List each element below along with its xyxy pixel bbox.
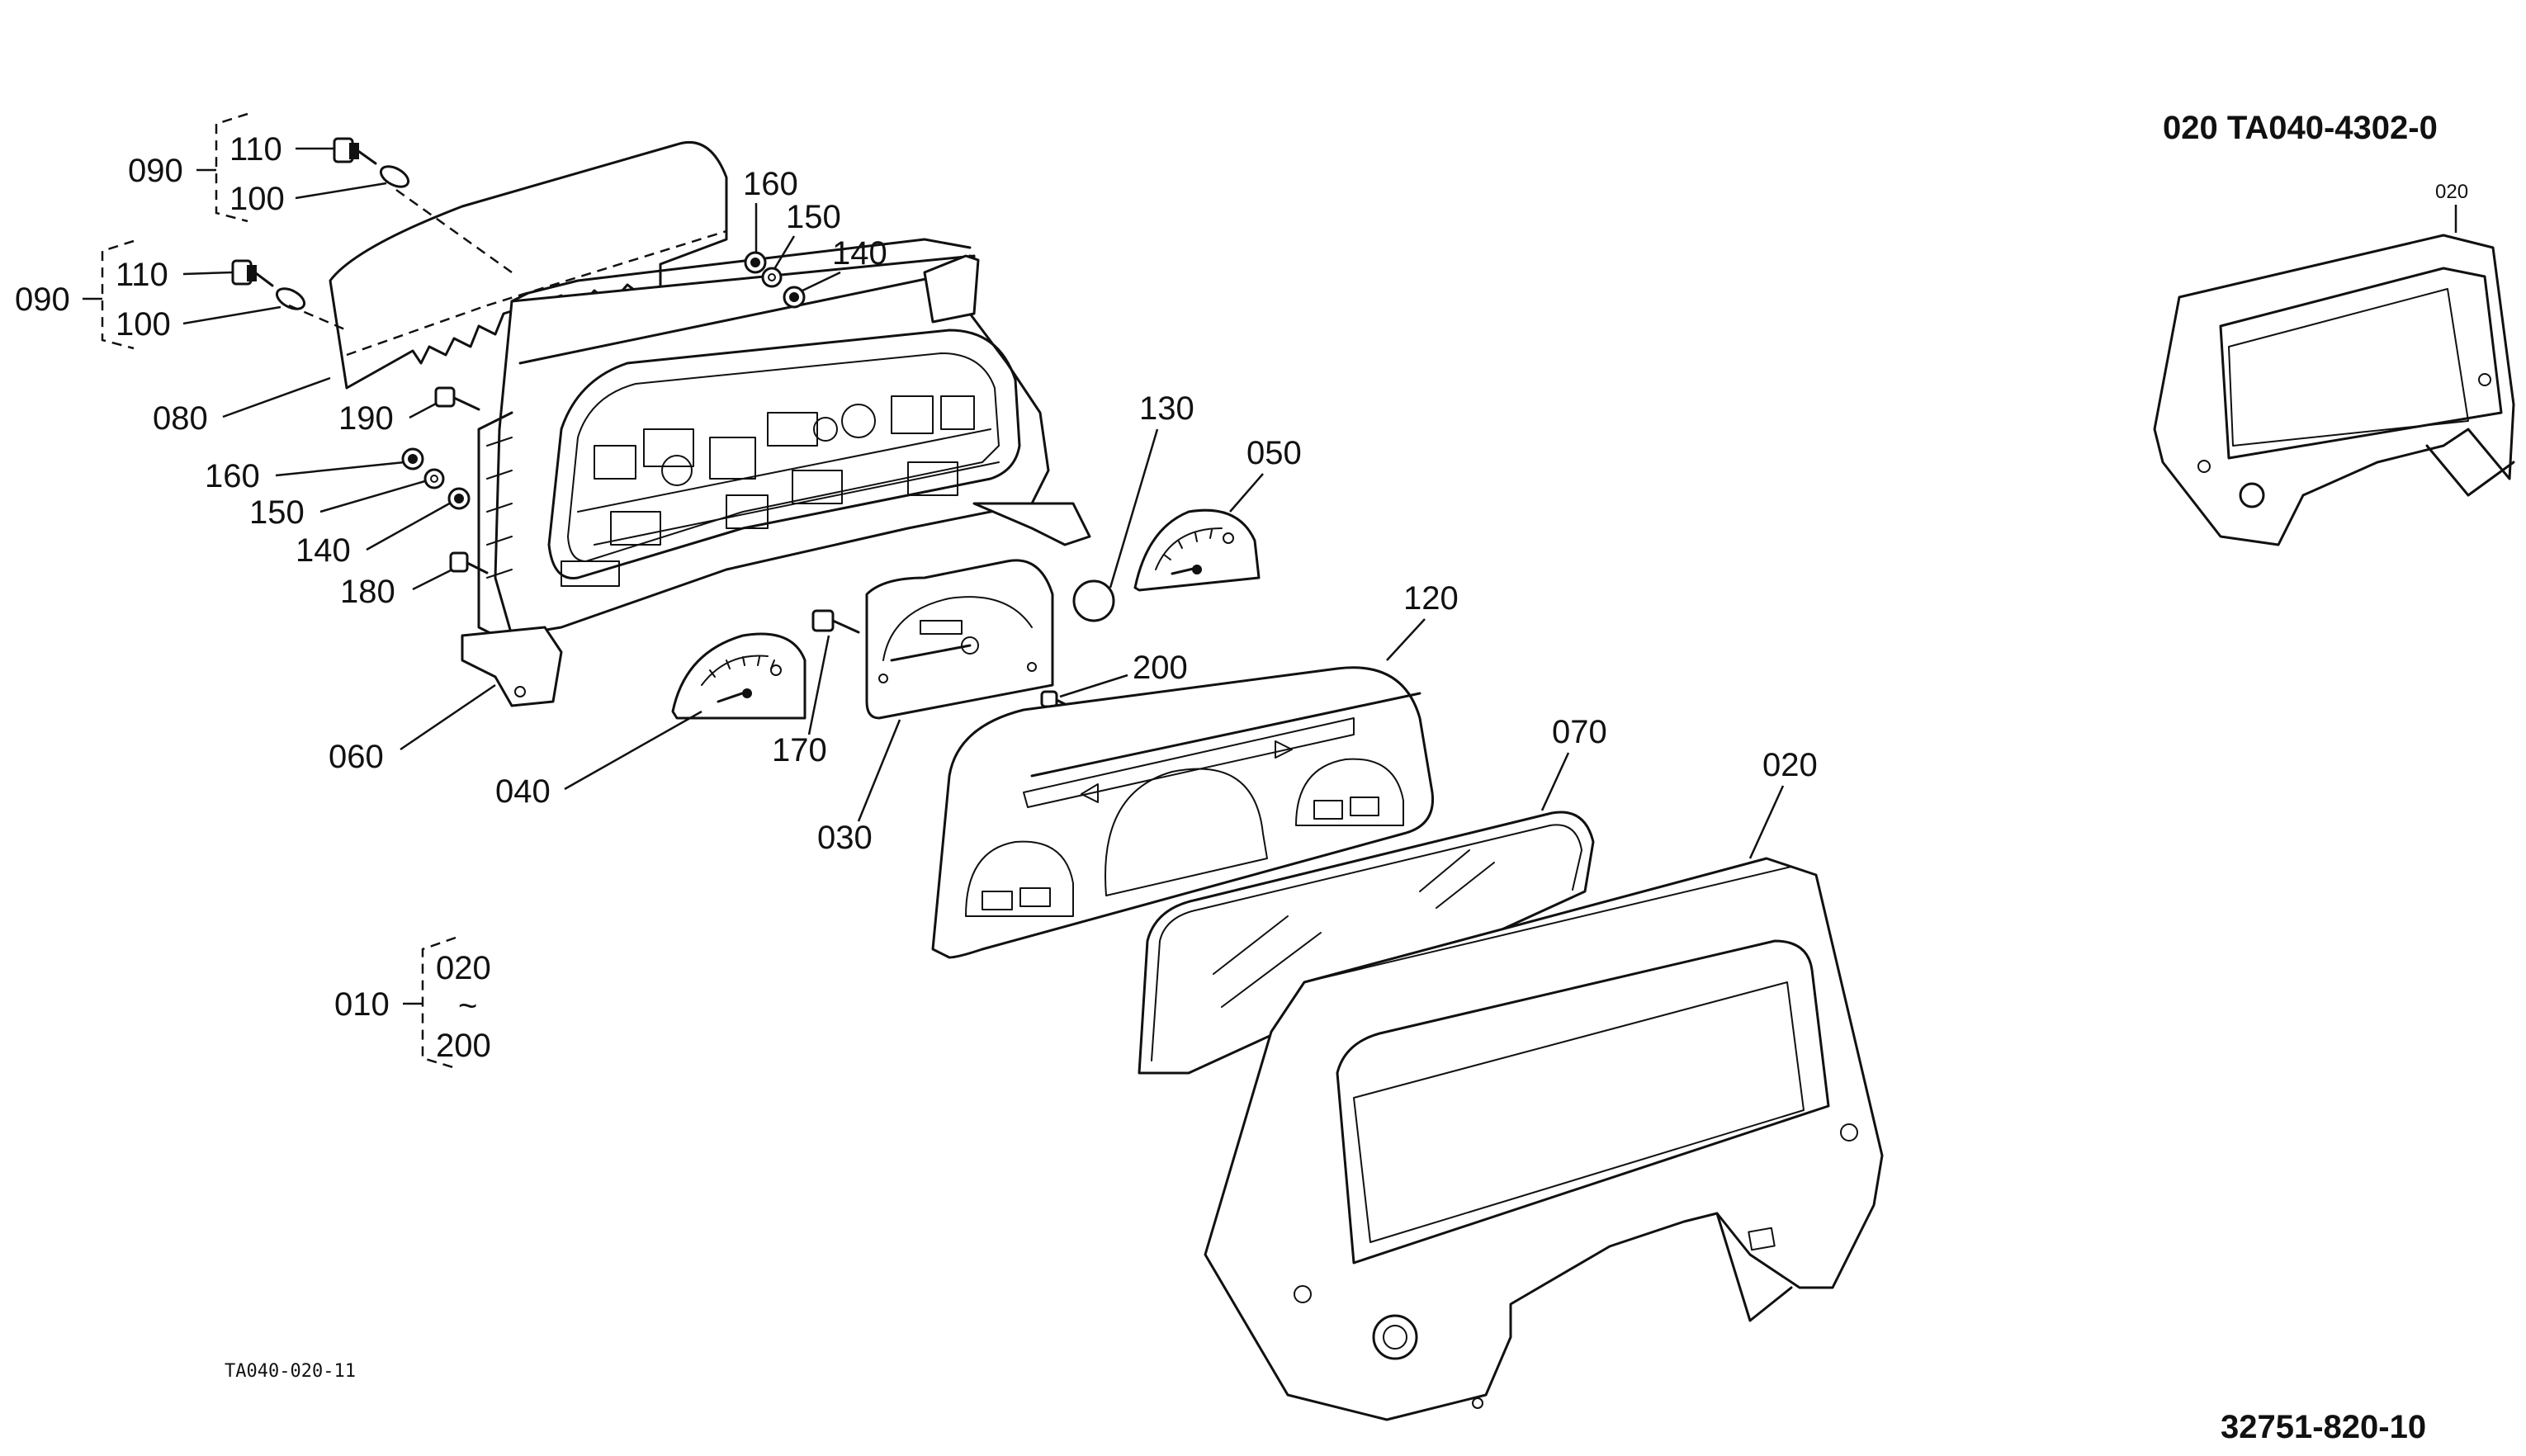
meter-housing (461, 238, 1091, 707)
catalog-number: 32751-820-10 (2221, 1409, 2426, 1445)
inset-label: 020 (2435, 181, 2468, 203)
label-090-lower: 090 (15, 281, 70, 318)
label-090-top: 090 (128, 153, 183, 189)
fasteners-top: 160 150 140 (743, 166, 887, 309)
label-020: 020 (1762, 747, 1818, 783)
label-150-lower: 150 (249, 494, 305, 531)
part-070-lens: 070 (1138, 714, 1607, 1075)
part-120-dial-plate: 120 (931, 580, 1459, 959)
nut-140-top (783, 286, 806, 309)
label-110-lower: 110 (116, 257, 168, 293)
bulb-socket-110-top (333, 137, 377, 165)
washer-150-lower (423, 468, 445, 489)
label-070: 070 (1552, 714, 1607, 750)
label-010-range-end: 200 (436, 1028, 491, 1064)
screw-170: 170 (772, 609, 860, 768)
label-110-top: 110 (229, 131, 282, 168)
label-060: 060 (329, 739, 384, 775)
label-160-lower: 160 (205, 458, 260, 494)
part-030-tachometer: 030 (817, 559, 1054, 856)
callout-group-010: 010 020 ~ 200 (334, 936, 491, 1070)
label-010-range-tilde: ~ (458, 988, 477, 1024)
label-010-range-start: 020 (436, 950, 491, 986)
label-080: 080 (153, 400, 208, 437)
label-100-lower: 100 (116, 306, 171, 343)
washer-150-top (761, 267, 783, 288)
label-010: 010 (334, 986, 390, 1023)
label-160-top: 160 (743, 166, 798, 202)
nut-160-top (744, 251, 767, 274)
fasteners-lower: 160 150 140 (205, 447, 471, 569)
part-130-plug: 130 (1072, 390, 1194, 622)
label-030: 030 (817, 820, 873, 856)
part-020-front-cover: 020 (1204, 747, 1884, 1421)
label-040: 040 (495, 773, 551, 810)
label-120: 120 (1403, 580, 1459, 617)
part-reference-title: 020 TA040-4302-0 (2163, 110, 2438, 146)
part-050-gauge: 050 (1133, 435, 1302, 592)
housing-internals (561, 395, 1000, 587)
bulb-socket-110-lower (231, 259, 274, 287)
label-190: 190 (338, 400, 394, 437)
label-140-lower: 140 (296, 532, 351, 569)
label-150-top: 150 (786, 199, 841, 235)
bulb-100-top (379, 165, 410, 188)
label-100-top: 100 (229, 181, 285, 217)
callout-group-090-lower: 090 110 100 (15, 239, 306, 350)
label-130: 130 (1139, 390, 1194, 427)
label-050: 050 (1246, 435, 1302, 471)
label-170: 170 (772, 732, 827, 768)
nut-140-lower (447, 487, 471, 510)
label-140-top: 140 (832, 235, 887, 272)
screw-180: 180 (340, 551, 489, 610)
nut-160-lower (401, 447, 424, 470)
drawing-code: TA040-020-11 (225, 1361, 356, 1382)
reset-knob (1372, 1314, 1418, 1360)
label-180: 180 (340, 574, 395, 610)
callout-group-090-top: 090 110 100 (128, 112, 410, 223)
part-080-circuit-film: 080 (153, 140, 728, 437)
bulb-100-lower (275, 287, 306, 310)
part-040-gauge: 040 (495, 632, 807, 810)
label-200: 200 (1133, 650, 1188, 686)
screw-200: 200 (1040, 650, 1188, 710)
screw-190: 190 (338, 386, 480, 437)
inset-cover-020: 020 (2153, 181, 2515, 546)
